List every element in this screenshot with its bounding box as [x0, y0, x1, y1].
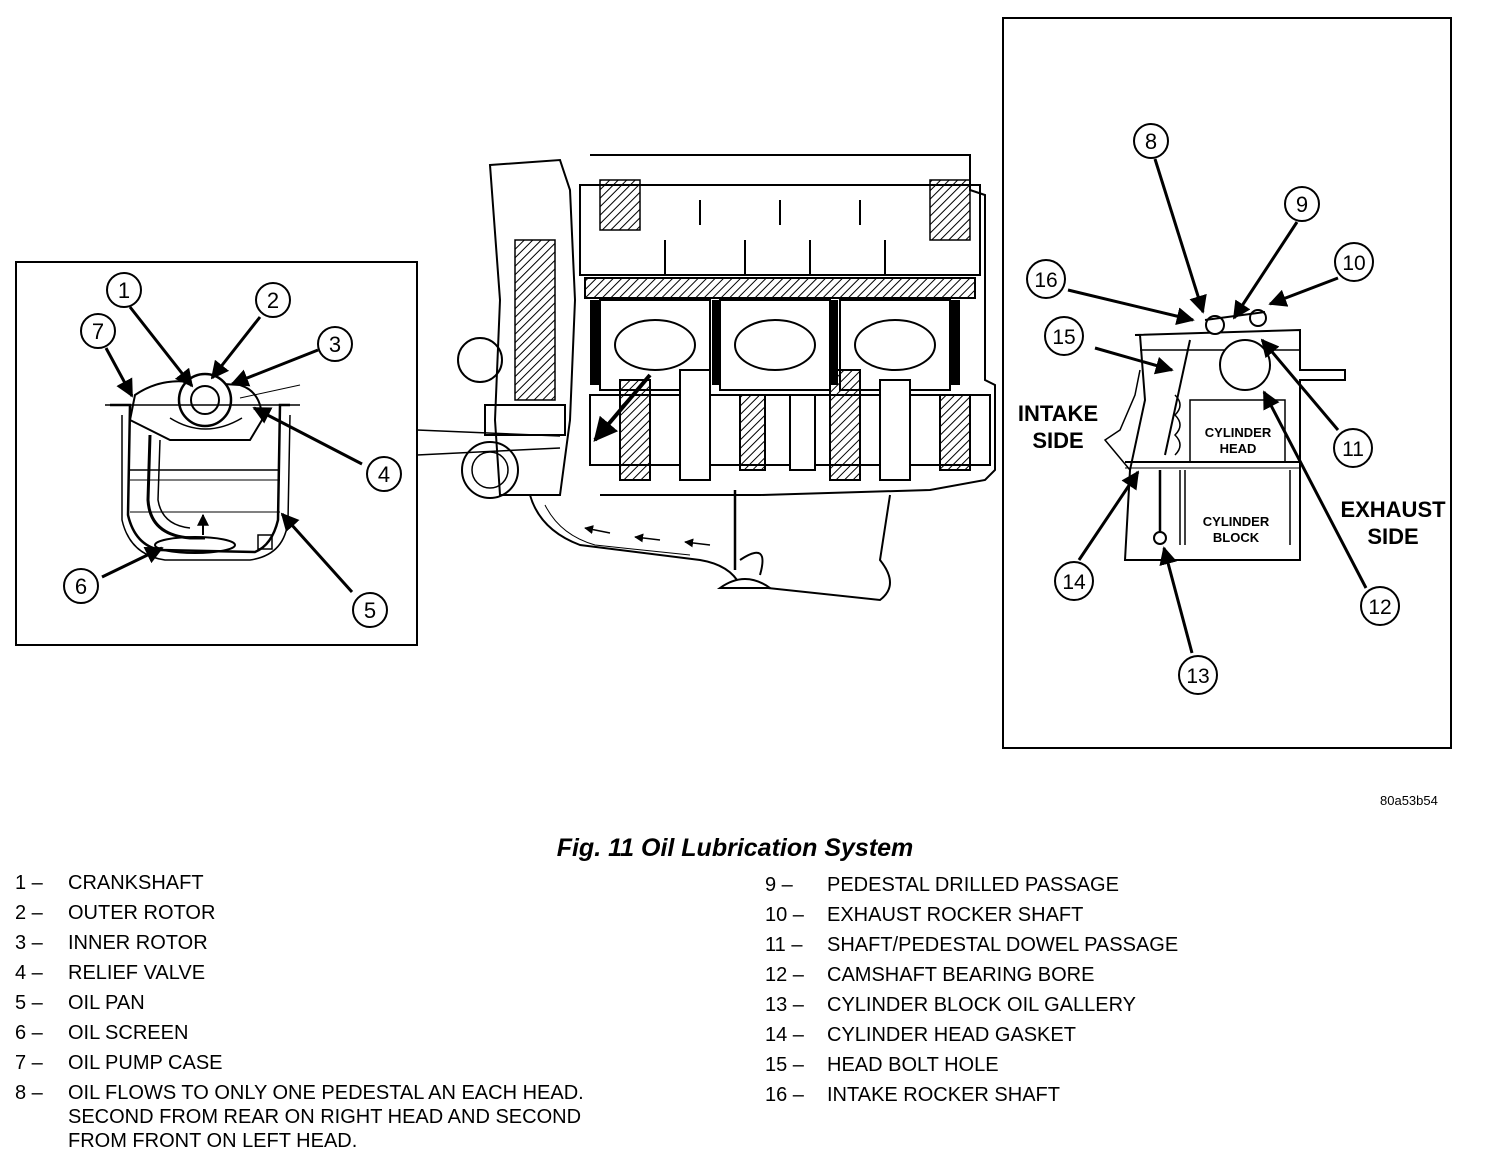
callout-7: 7 — [80, 313, 116, 349]
callout-10: 10 — [1334, 242, 1374, 282]
cylinder-block-label-2: BLOCK — [1213, 530, 1260, 545]
callout-4: 4 — [366, 456, 402, 492]
svg-text:15: 15 — [1052, 326, 1075, 349]
callout-6: 6 — [63, 568, 99, 604]
legend-item: 15 –HEAD BOLT HOLE — [765, 1054, 999, 1076]
callout-5: 5 — [352, 592, 388, 628]
callout-11: 11 — [1333, 428, 1373, 468]
callouts: 1 2 3 4 5 6 7 8 9 10 11 12 13 14 15 16 — [63, 123, 1400, 695]
legend-right: 9 –PEDESTAL DRILLED PASSAGE 10 –EXHAUST … — [765, 870, 1465, 1110]
oil-pump-inset — [15, 261, 418, 646]
callout-8: 8 — [1133, 123, 1169, 159]
legend-item: 8 –OIL FLOWS TO ONLY ONE PEDESTAL AN EAC… — [15, 1082, 584, 1152]
exhaust-side-label-2: SIDE — [1367, 524, 1418, 549]
callout-16: 16 — [1026, 259, 1066, 299]
callout-1: 1 — [106, 272, 142, 308]
svg-text:11: 11 — [1342, 438, 1364, 461]
cylinder-head-label-2: HEAD — [1220, 441, 1257, 456]
svg-text:10: 10 — [1342, 252, 1365, 275]
svg-text:9: 9 — [1296, 192, 1308, 217]
legend-item: 4 –RELIEF VALVE — [15, 962, 206, 984]
svg-text:14: 14 — [1062, 571, 1086, 594]
callout-15: 15 — [1044, 316, 1084, 356]
callout-2: 2 — [255, 282, 291, 318]
legend-item: 12 –CAMSHAFT BEARING BORE — [765, 964, 1095, 986]
legend-item: 6 –OIL SCREEN — [15, 1022, 189, 1044]
callout-9: 9 — [1284, 186, 1320, 222]
legend-item: 14 –CYLINDER HEAD GASKET — [765, 1024, 1076, 1046]
cylinder-block-label: CYLINDER — [1203, 514, 1270, 529]
oil-lubrication-diagram: CYLINDER HEAD CYLINDER BLOCK INTAKE SIDE… — [15, 17, 1452, 749]
svg-text:2: 2 — [267, 288, 279, 313]
legend-item: 3 –INNER ROTOR — [15, 932, 208, 954]
figure-code: 80a53b54 — [1380, 793, 1438, 808]
svg-text:8: 8 — [1145, 129, 1157, 154]
svg-text:6: 6 — [75, 574, 87, 599]
svg-text:16: 16 — [1034, 269, 1057, 292]
legend-item: 9 –PEDESTAL DRILLED PASSAGE — [765, 874, 1119, 896]
legend-item: 7 –OIL PUMP CASE — [15, 1052, 223, 1074]
svg-text:13: 13 — [1186, 665, 1209, 688]
callout-14: 14 — [1054, 561, 1094, 601]
legend-item: 10 –EXHAUST ROCKER SHAFT — [765, 904, 1084, 926]
intake-side-label: INTAKE — [1018, 401, 1098, 426]
legend-item: 1 –CRANKSHAFT — [15, 872, 204, 894]
svg-text:3: 3 — [329, 332, 341, 357]
callout-13: 13 — [1178, 655, 1218, 695]
legend-item: 5 –OIL PAN — [15, 992, 145, 1014]
exhaust-side-label: EXHAUST — [1340, 497, 1446, 522]
legend-item: 2 –OUTER ROTOR — [15, 902, 216, 924]
legend-left: 1 –CRANKSHAFT 2 –OUTER ROTOR 3 –INNER RO… — [15, 868, 715, 1156]
legend-item: 13 –CYLINDER BLOCK OIL GALLERY — [765, 994, 1137, 1016]
svg-text:1: 1 — [118, 278, 130, 303]
callout-12: 12 — [1360, 586, 1400, 626]
intake-side-label-2: SIDE — [1032, 428, 1083, 453]
legend-item: 11 –SHAFT/PEDESTAL DOWEL PASSAGE — [765, 934, 1179, 956]
svg-text:4: 4 — [378, 462, 390, 487]
callout-arrows — [101, 158, 1368, 654]
svg-text:12: 12 — [1368, 596, 1391, 619]
figure-caption: Fig. 11 Oil Lubrication System — [556, 834, 914, 862]
engine-cross-section — [457, 154, 996, 602]
svg-text:7: 7 — [92, 319, 104, 344]
cylinder-head-label: CYLINDER — [1205, 425, 1272, 440]
svg-text:5: 5 — [364, 598, 376, 623]
cylinder-head-inset: CYLINDER HEAD CYLINDER BLOCK INTAKE SIDE… — [1002, 17, 1452, 749]
legend-item: 16 –INTAKE ROCKER SHAFT — [765, 1084, 1060, 1106]
callout-3: 3 — [317, 326, 353, 362]
